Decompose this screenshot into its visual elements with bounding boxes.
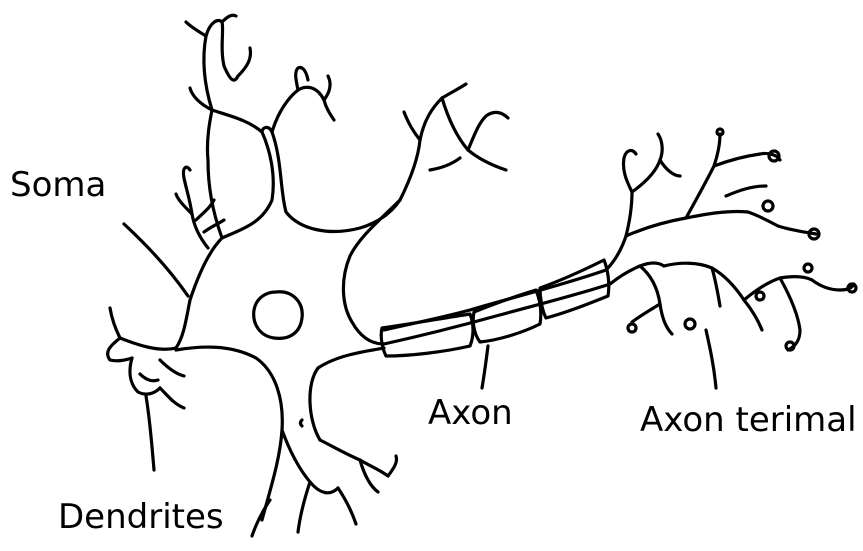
leader-lines	[482, 330, 716, 388]
axon-label: Axon	[428, 396, 513, 430]
soma-outline	[120, 127, 400, 520]
nucleus	[254, 292, 303, 339]
axon-terminal-tree	[606, 134, 854, 350]
axon-terminal-label: Axon terimal	[640, 403, 857, 437]
soma-label: Soma	[10, 168, 106, 202]
dendrite-top-right	[400, 84, 508, 200]
dendrites-label: Dendrites	[58, 500, 224, 534]
myelin-sheath	[381, 260, 609, 356]
dendrite-lower-left	[108, 308, 184, 470]
dendrite-top-left	[186, 15, 334, 238]
